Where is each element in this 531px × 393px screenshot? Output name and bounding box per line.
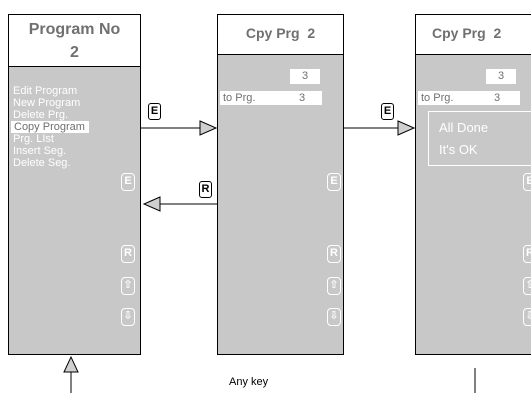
arrow-down-icon[interactable]: ⇩ [121,308,135,326]
menu-item[interactable]: New Program [13,97,81,109]
screen-copy-done: Cpy Prg 2 3 to Prg. 3 All Done It's OK E… [415,14,531,355]
transition-label-e-1: E [148,103,161,120]
to-program-label: to Prg. [223,92,256,104]
to-program-value: 3 [299,92,306,104]
page-title: Cpy Prg 2 [432,25,502,41]
target-program-row: to Prg. 3 [418,91,520,105]
target-program-row[interactable]: to Prg. 3 [220,91,322,105]
page-title: Program No [28,21,121,38]
done-message: All Done [439,120,489,135]
arrow-up-icon[interactable]: ⇧ [523,277,531,295]
transition-label-r: R [199,181,212,198]
arrowhead-bottom [63,355,79,373]
page-title: Cpy Prg 2 [245,25,316,41]
return-softkey[interactable]: R [327,245,341,263]
title-box: Cpy Prg 2 [416,15,531,55]
to-program-label: to Prg. [421,92,454,104]
arrow-down-icon[interactable]: ⇩ [523,308,531,326]
arrowhead-r [142,196,161,212]
menu-item[interactable]: Insert Seg. [13,145,67,157]
return-softkey[interactable]: R [121,245,135,263]
transition-label-e-2: E [381,103,394,120]
source-program-value: 3 [486,69,516,84]
title-box: Cpy Prg 2 [218,15,343,55]
enter-softkey[interactable]: E [121,173,135,191]
menu-item[interactable]: Prg. LIst [13,133,54,145]
completion-message-box: All Done It's OK [428,111,531,166]
title-box: Program No 2 [9,15,140,67]
arrow-down-icon[interactable]: ⇩ [327,308,341,326]
menu-item[interactable]: Copy Program [11,121,89,133]
menu-item[interactable]: Delete Seg. [13,157,71,169]
ok-message: It's OK [439,142,478,157]
enter-softkey[interactable]: E [523,173,531,191]
to-program-value: 3 [494,92,501,104]
arrowhead-e-2 [397,120,416,136]
screen-copy-program: Cpy Prg 2 3 to Prg. 3 E R ⇧ ⇩ [217,14,344,355]
menu-item[interactable]: Delete Prg. [13,109,69,121]
source-program-value: 3 [290,69,320,84]
enter-softkey[interactable]: E [327,173,341,191]
any-key-caption: Any key [229,376,269,388]
arrowhead-e-1 [199,120,218,136]
menu-item[interactable]: Edit Program [13,85,78,97]
program-number: 2 [70,44,79,61]
return-softkey[interactable]: R [523,245,531,263]
arrow-up-icon[interactable]: ⇧ [327,277,341,295]
arrow-up-icon[interactable]: ⇧ [121,277,135,295]
